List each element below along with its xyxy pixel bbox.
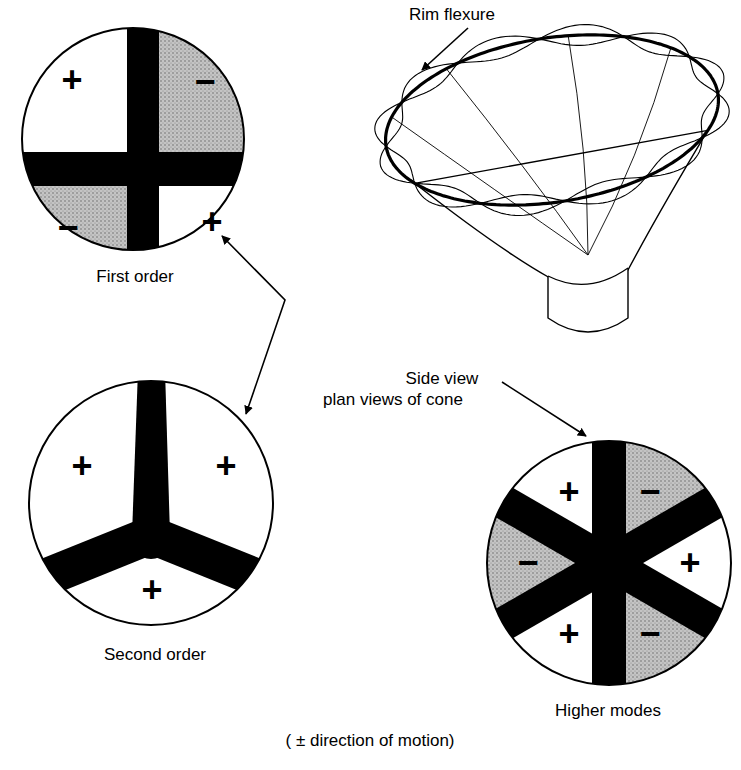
motion-sign: + <box>215 446 236 486</box>
motion-sign: + <box>558 614 579 654</box>
motion-sign: + <box>201 202 222 242</box>
motion-sign: − <box>639 614 660 654</box>
motion-sign: + <box>71 446 92 486</box>
cone-side-view <box>375 25 729 333</box>
first-order-plan <box>15 20 255 266</box>
motion-sign: + <box>61 60 82 100</box>
caption-label: Second order <box>104 646 206 665</box>
motion-sign: + <box>679 543 700 583</box>
leader-arrows <box>222 28 586 436</box>
caption-label: Side view <box>406 370 479 389</box>
motion-sign: − <box>57 208 78 248</box>
motion-sign: − <box>639 472 660 512</box>
motion-sign: + <box>558 472 579 512</box>
caption-label: plan views of cone <box>323 391 463 410</box>
caption-label: ( ± direction of motion) <box>285 732 454 751</box>
caption-label: Higher modes <box>555 702 661 721</box>
caption-label: Rim flexure <box>409 6 495 25</box>
motion-sign: − <box>194 62 215 102</box>
higher-modes-plan <box>459 413 740 713</box>
second-order-plan <box>0 370 342 630</box>
motion-sign: − <box>517 543 538 583</box>
motion-sign: + <box>141 570 162 610</box>
caption-label: First order <box>96 268 173 287</box>
